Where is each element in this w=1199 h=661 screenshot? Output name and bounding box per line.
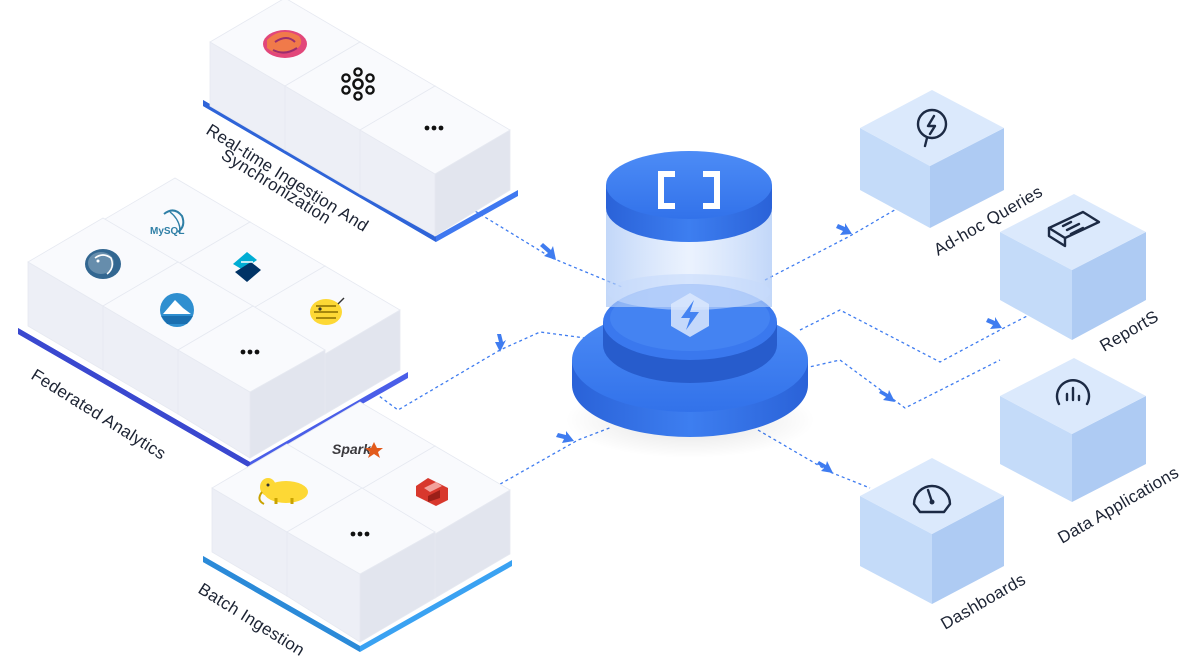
flow-hub-to-data-apps xyxy=(804,359,1001,409)
flow-arrow-federated xyxy=(495,334,506,352)
central-hub xyxy=(565,151,815,458)
flow-arrow-batch xyxy=(556,431,574,443)
doris-bolt-icon xyxy=(671,293,709,337)
iceberg-logo-icon xyxy=(160,293,194,327)
flow-arrow-adhoc xyxy=(836,223,852,235)
output-data-apps: Data Applications xyxy=(1000,358,1182,547)
flow-hub-to-reports xyxy=(799,309,1036,363)
mysql-logo-icon: MySQL xyxy=(150,209,184,237)
search-bolt-icon xyxy=(916,108,948,148)
delta-logo-icon xyxy=(233,252,261,282)
flow-arrow-reports xyxy=(986,317,1002,329)
data-app-icon xyxy=(1055,379,1091,406)
hive-logo-icon xyxy=(310,297,345,325)
more-dots-icon xyxy=(240,349,260,355)
gauge-icon xyxy=(912,484,952,514)
flow-arrow-realtime xyxy=(540,243,556,260)
flow-hub-to-adhoc xyxy=(764,207,899,281)
kafka-logo-icon xyxy=(341,67,375,101)
postgresql-logo-icon xyxy=(85,249,121,279)
more-dots-icon xyxy=(350,531,370,537)
mysql-logo-text: MySQL xyxy=(150,226,184,237)
spark-logo-icon: Spark xyxy=(332,441,383,458)
output-dashboards: Dashboards xyxy=(860,458,1029,633)
spark-logo-text: Spark xyxy=(332,441,372,457)
flow-batch-to-hub xyxy=(494,426,613,488)
flow-arrow-data-apps xyxy=(879,390,895,402)
federated-cube-more xyxy=(177,305,326,459)
hadoop-logo-icon xyxy=(258,478,308,505)
realtime-cluster: Real-time Ingestion And Synchronization xyxy=(203,0,518,242)
hudi-logo-icon xyxy=(416,478,448,506)
pulsar-logo-icon xyxy=(263,30,307,58)
more-dots-icon xyxy=(424,125,444,131)
output-reports: ReportS xyxy=(1000,194,1162,355)
batch-cube-more xyxy=(286,487,436,643)
selectdb-bracket-icon xyxy=(658,171,720,209)
flow-arrow-dashboards xyxy=(817,461,833,473)
flow-lines xyxy=(374,207,1036,489)
batch-cluster: Spark Batch Ingestion xyxy=(195,401,512,660)
report-icon xyxy=(1047,210,1101,248)
